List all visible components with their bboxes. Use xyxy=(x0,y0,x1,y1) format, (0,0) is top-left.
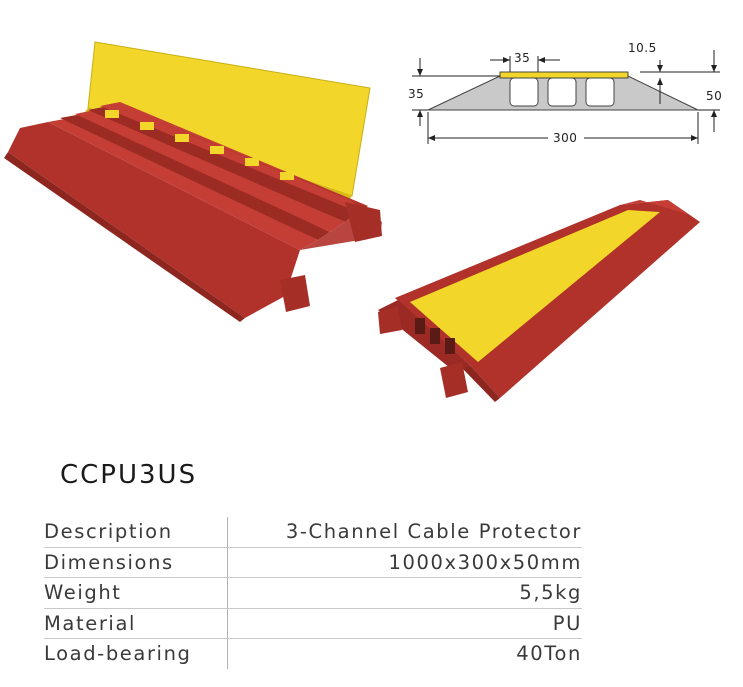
spec-value: 5,5kg xyxy=(227,577,582,609)
table-row: Material PU xyxy=(44,608,582,639)
dim-channel-label: 35 xyxy=(514,51,530,65)
dim-height-left-label: 35 xyxy=(408,87,424,101)
cross-section-diagram: 35 10.5 50 35 300 xyxy=(408,41,722,145)
spec-value: 3-Channel Cable Protector xyxy=(227,517,582,548)
product-model-title: CCPU3US xyxy=(60,460,198,490)
dim-lid-label: 10.5 xyxy=(628,41,657,55)
spec-value: 40Ton xyxy=(516,642,582,666)
spec-value: PU xyxy=(227,608,582,639)
table-row: Weight 5,5kg xyxy=(44,577,582,609)
product-illustrations: 35 10.5 50 35 300 xyxy=(4,41,722,402)
spec-label: Weight xyxy=(44,577,228,609)
spec-label: Material xyxy=(44,608,228,639)
spec-label: Dimensions xyxy=(44,547,228,578)
table-row: Load-bearing 40Ton xyxy=(44,638,582,669)
table-row: Description 3-Channel Cable Protector xyxy=(44,517,582,548)
dim-height-right-label: 50 xyxy=(706,89,722,103)
spec-label: Description xyxy=(44,517,228,548)
open-lid-product-image xyxy=(4,41,382,322)
table-row: Dimensions 1000x300x50mm xyxy=(44,547,582,578)
dim-width-label: 300 xyxy=(553,131,577,145)
spec-label: Load-bearing xyxy=(44,638,228,669)
specifications-table: Description 3-Channel Cable Protector Di… xyxy=(44,517,582,669)
spec-value: 1000x300x50mm xyxy=(227,547,582,578)
closed-product-image xyxy=(378,200,700,402)
